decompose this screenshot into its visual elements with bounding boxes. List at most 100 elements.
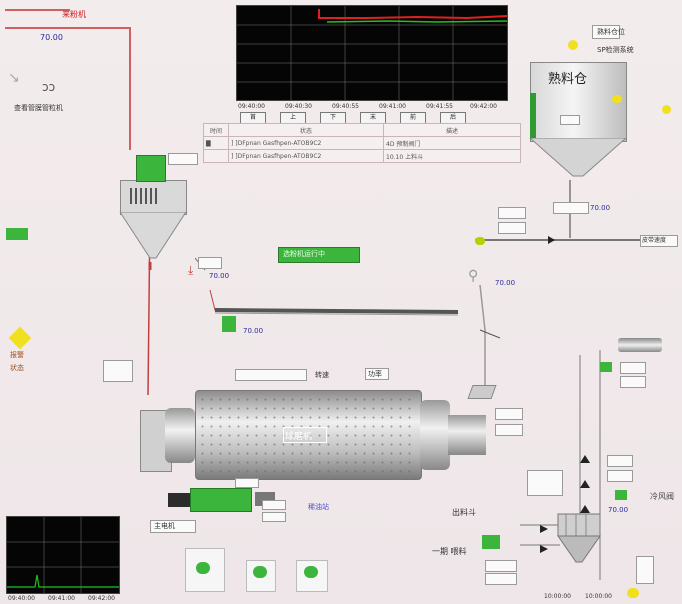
alarm-cell: [203, 149, 229, 163]
separator-box-2: [198, 257, 222, 269]
alarm-row[interactable]: ] ]DFpnan Gasfhpen-ATOB9C2 10.10 上料斗: [203, 149, 521, 163]
mill-gearbox: [168, 493, 190, 507]
silo-cone: [529, 138, 627, 177]
feeder-label-2: 一期 喂料: [432, 547, 467, 556]
trend-bottom-time-2: 09:42:00: [88, 595, 115, 602]
right-box-2: [607, 470, 633, 482]
pump-module-1[interactable]: [185, 548, 225, 592]
motor-box-1: [235, 478, 259, 488]
silo-top-label-box: [592, 25, 620, 39]
fan-icon: ↄↄ: [42, 80, 56, 94]
mill-power-box: [365, 368, 389, 380]
trend-time-0: 09:40:00: [238, 103, 265, 110]
separator-value: 70.00: [209, 272, 230, 280]
weigh-hopper: [557, 513, 601, 563]
feed-value: 70.00: [40, 33, 63, 42]
air-box-1: [620, 362, 646, 374]
belt-label-box: [640, 235, 678, 247]
cold-air-valve-icon[interactable]: [615, 490, 627, 500]
pump-3-icon: [304, 566, 318, 578]
mill-chute: [467, 385, 497, 399]
mill-outlet: [448, 415, 486, 455]
right-indicator-icon: [627, 588, 639, 598]
trend-bottom-time-1: 09:41:00: [48, 595, 75, 602]
feeder-box-2: [485, 573, 517, 585]
right-meter-box: [636, 556, 654, 584]
separator-rotor-icon: [130, 188, 160, 204]
trend-time-5: 09:42:00: [470, 103, 497, 110]
trend-last-button[interactable]: 末: [360, 112, 386, 124]
mill-head-left: [165, 408, 195, 463]
run-indicator[interactable]: [6, 228, 28, 240]
trend-chart-bottom: [6, 516, 120, 594]
separator-motor-icon[interactable]: [136, 155, 166, 182]
mill-head-right: [420, 400, 450, 470]
mill-main-motor[interactable]: [190, 488, 252, 512]
hopper-display: [527, 470, 563, 496]
alarm-table: 时间 状态 描述 ▇ ] ]DFpnan Gasfhpen-ATOB9C2 4D…: [203, 123, 521, 163]
mill-speed-box: [235, 369, 307, 381]
motor-box-3: [262, 512, 286, 522]
mill-power-label: 功率: [368, 370, 382, 378]
left-label-2: 状态: [10, 364, 24, 372]
separator-cone: [119, 212, 187, 259]
alarm-cell: 10.10 上料斗: [383, 149, 521, 163]
alarm-col-state: 状态: [228, 123, 384, 137]
oil-station-label: 稀油站: [308, 503, 329, 511]
feed-caption: 来粉机: [62, 10, 86, 19]
cold-air-label: 冷风阀: [650, 492, 674, 501]
trend-grid: [237, 6, 508, 100]
main-motor-box: [150, 520, 196, 533]
left-label-1: 报警: [10, 351, 24, 359]
belt-box-2: [498, 222, 526, 234]
trend-chart-top: [236, 5, 508, 101]
pump-module-3[interactable]: [296, 560, 328, 592]
left-meter-box: [103, 360, 133, 382]
pump-1-icon: [196, 562, 210, 574]
cold-air-value: 70.00: [608, 506, 629, 514]
trend-time-4: 09:41:55: [426, 103, 453, 110]
silo-out-value: 70.00: [590, 204, 611, 212]
trend-bottom-grid: [7, 517, 119, 593]
alarm-table-header: 时间 状态 描述: [203, 123, 521, 137]
splitter-value: 70.00: [495, 279, 516, 287]
alarm-cell: ] ]DFpnan Gasfhpen-ATOB9C2: [228, 136, 384, 150]
main-motor-label: 主电机: [154, 522, 175, 530]
alarm-cell: ] ]DFpnan Gasfhpen-ATOB9C2: [228, 149, 384, 163]
trend-bottom-time-0: 09:40:00: [8, 595, 35, 602]
feeder-motor-icon[interactable]: [482, 535, 500, 549]
mill-out-box-1: [495, 408, 523, 420]
flow-arrow-icon: ⤓: [188, 263, 194, 277]
motor-box-2: [262, 500, 286, 510]
trend-time-1: 09:40:30: [285, 103, 312, 110]
pump-2-icon: [253, 566, 267, 578]
status-text: 选粉机运行中: [283, 250, 325, 258]
feeder-box-1: [485, 560, 517, 572]
silo-title: 熟料仓: [548, 72, 588, 87]
right-box-1: [607, 455, 633, 467]
silo-alarm-icon: [662, 105, 671, 114]
silo-value-box: [560, 115, 580, 125]
air-valve-icon[interactable]: [600, 362, 612, 372]
clinker-silo[interactable]: [530, 62, 627, 142]
belt-box-1: [498, 207, 526, 219]
silo-level-bar: [530, 93, 536, 138]
alarm-row[interactable]: ▇ ] ]DFpnan Gasfhpen-ATOB9C2 4D 预制阀门: [203, 136, 521, 150]
trend-time-3: 09:41:00: [379, 103, 406, 110]
belt-motor-icon[interactable]: [222, 316, 236, 332]
alarm-col-desc: 描述: [383, 123, 521, 137]
belt-indicator-icon: [475, 237, 485, 245]
splitter-icon: ⚲: [468, 268, 479, 284]
mill-out-box-2: [495, 424, 523, 436]
status-banner: [278, 247, 360, 263]
mill-name: 球磨机: [285, 432, 313, 442]
mill-name-frame: [283, 427, 327, 443]
silo-indicator-icon: [568, 40, 578, 50]
air-box-2: [620, 376, 646, 388]
mill-speed-label: 转速: [315, 371, 329, 379]
belt-label: 皮带速度: [642, 237, 667, 244]
silo-level-icon: [612, 95, 622, 103]
air-duct: [618, 338, 662, 352]
silo-top-sub: SP检测系统: [597, 46, 634, 54]
